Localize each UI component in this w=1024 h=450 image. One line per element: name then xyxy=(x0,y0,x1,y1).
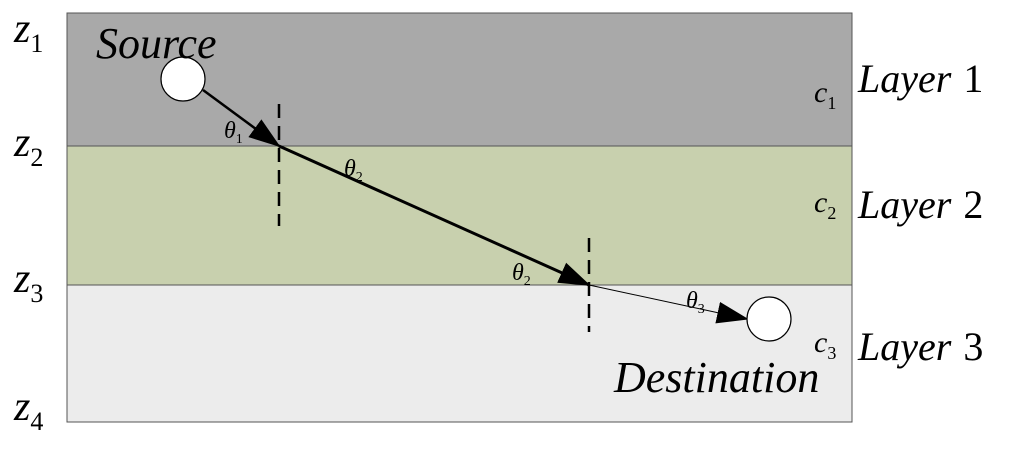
angle-label-theta2-bottom: θ2 xyxy=(512,260,531,289)
speed-label-c1: c1 xyxy=(814,76,836,113)
source-label: Source xyxy=(96,19,217,68)
destination-circle-icon xyxy=(746,296,792,342)
source-circle-icon xyxy=(160,56,206,102)
speed-label-c2: c2 xyxy=(814,186,836,223)
depth-label-z2: z2 xyxy=(13,120,43,172)
speed-label-c3: c3 xyxy=(814,326,836,363)
depth-label-z3: z3 xyxy=(13,256,43,308)
depth-label-z1: z1 xyxy=(13,6,43,58)
ray-segment-3 xyxy=(588,284,749,324)
destination-label: Destination xyxy=(613,353,819,402)
depth-label-z4: z4 xyxy=(13,384,43,436)
angle-label-theta1: θ1 xyxy=(224,118,243,147)
ray-segment-1 xyxy=(202,88,281,148)
layer-2-region xyxy=(66,145,853,286)
angle-label-theta3: θ3 xyxy=(686,288,705,317)
ray-segment-2 xyxy=(278,144,591,287)
angle-label-theta2-top: θ2 xyxy=(344,156,363,185)
